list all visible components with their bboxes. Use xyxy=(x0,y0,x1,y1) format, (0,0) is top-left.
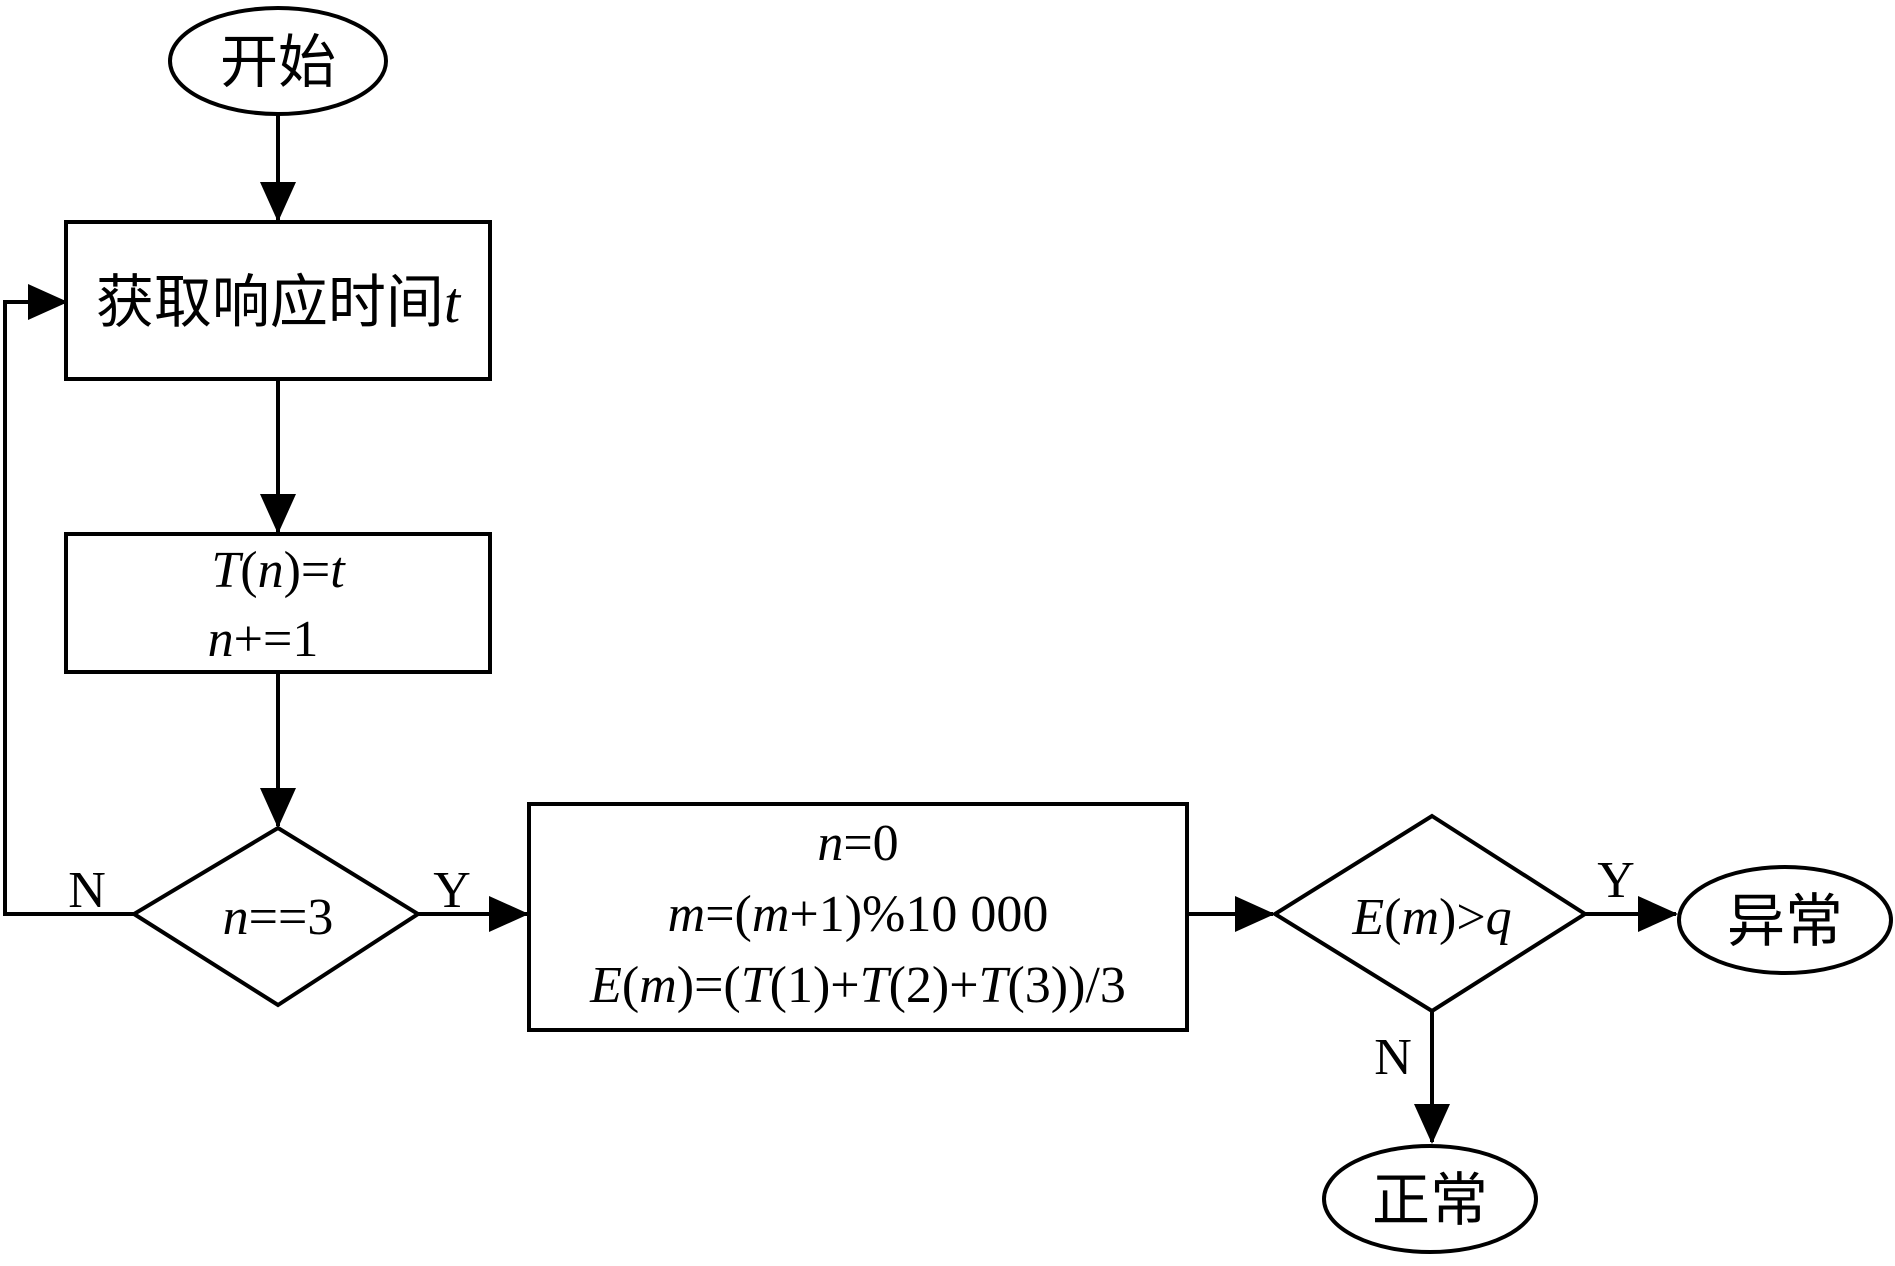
check-e-label: E(m)>q xyxy=(1351,889,1511,946)
compute-line-3: E(m)=(T(1)+T(2)+T(3))/3 xyxy=(589,957,1126,1014)
compute-line-2: m=(m+1)%10 000 xyxy=(668,886,1049,943)
edge-label-n-no: N xyxy=(68,862,106,919)
start-node xyxy=(168,6,388,116)
compute-line-1: n=0 xyxy=(817,815,898,872)
store-line-2: n+=1 xyxy=(208,611,319,668)
store-line-1: T(n)=t xyxy=(211,542,346,599)
check-n-label: n==3 xyxy=(223,889,334,946)
edge-loop-back xyxy=(3,284,134,916)
abnormal-label: 异常 xyxy=(1727,889,1843,954)
compute-node xyxy=(527,802,1189,1032)
check-e-node xyxy=(1271,813,1589,1014)
normal-node xyxy=(1322,1144,1538,1254)
abnormal-node xyxy=(1677,865,1893,975)
edge-label-n-yes: Y xyxy=(433,862,471,919)
store-node xyxy=(64,532,492,674)
get-time-node xyxy=(64,220,492,381)
edge-label-e-yes: Y xyxy=(1597,852,1635,909)
edge-label-e-no: N xyxy=(1374,1029,1412,1086)
check-n-node xyxy=(130,825,422,1008)
normal-label: 正常 xyxy=(1372,1168,1488,1233)
get-time-label: 获取响应时间t xyxy=(96,270,462,335)
start-label: 开始 xyxy=(220,30,336,95)
